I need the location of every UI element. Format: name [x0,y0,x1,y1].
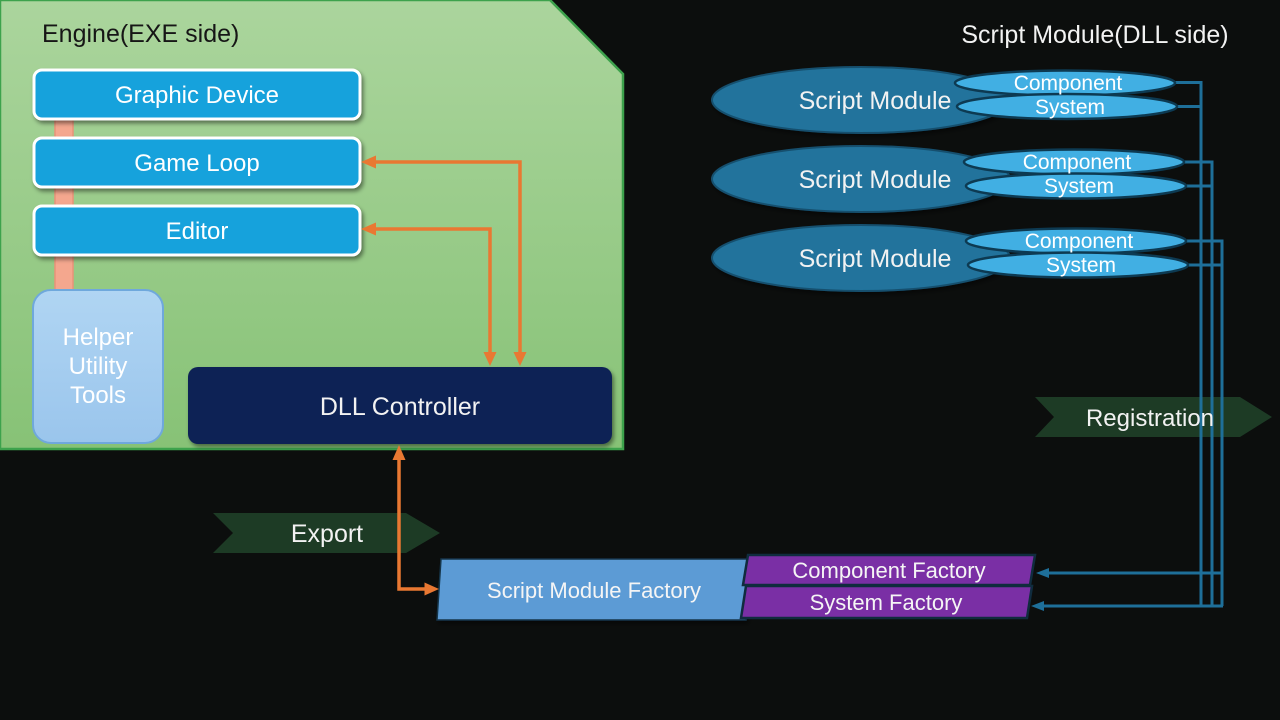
dll-controller-label: DLL Controller [320,393,480,421]
helper-line-2: Utility [69,353,128,380]
factory-right-arrowhead [424,582,439,596]
script-side-title: Script Module(DLL side) [961,21,1228,49]
system-factory-label: System Factory [810,590,963,615]
system-ellipse-2 [964,172,1188,200]
system-ellipse-1 [955,92,1179,121]
system-label-3: System [1046,254,1116,277]
export-banner-label: Export [291,520,363,548]
script-module-label-2: Script Module [799,166,952,194]
helper-utility-tools-box [32,289,164,444]
editor-dll-arrow [374,227,492,354]
game-loop-label: Game Loop [134,150,259,177]
system-label-2: System [1044,175,1114,198]
dll-arrowhead-right [513,352,527,366]
registration-banner-label: Registration [1086,405,1214,432]
engine-panel-title: Engine(EXE side) [42,20,239,48]
system-factory-arrowhead [1031,601,1044,611]
export-banner [213,513,440,553]
script-module-label-1: Script Module [799,87,952,115]
graphic-device-box [32,68,362,121]
component-label-1: Component [1014,72,1123,95]
component-factory-label: Component Factory [792,558,985,583]
helper-line-1: Helper [63,324,134,351]
system-label-1: System [1035,96,1105,119]
export-arrow-line [397,459,427,591]
script-module-factory-label: Script Module Factory [487,578,701,603]
dll-controller-box [188,367,612,444]
dll-up-arrowhead [392,445,406,460]
component-label-3: Component [1025,230,1134,253]
game-loop-dll-arrow [374,160,522,354]
component-factory-arrowhead [1036,568,1049,578]
script-module-label-3: Script Module [799,245,952,273]
editor-arrowhead [361,222,376,236]
graphic-device-label: Graphic Device [115,82,279,109]
system-ellipse-3 [966,251,1190,279]
orange-arrowheads [361,155,527,596]
helper-line-3: Tools [70,382,126,409]
system-factory-box [739,584,1034,620]
orange-connectors [374,160,522,591]
dll-arrowhead-left [483,352,497,366]
editor-label: Editor [166,218,229,245]
script-module-factory-box [436,558,751,621]
game-loop-box [32,136,362,189]
pipeline-bar [54,97,74,299]
component-label-2: Component [1023,151,1132,174]
registration-connectors [1043,81,1224,608]
game-loop-arrowhead [361,155,376,169]
editor-box [32,204,362,257]
